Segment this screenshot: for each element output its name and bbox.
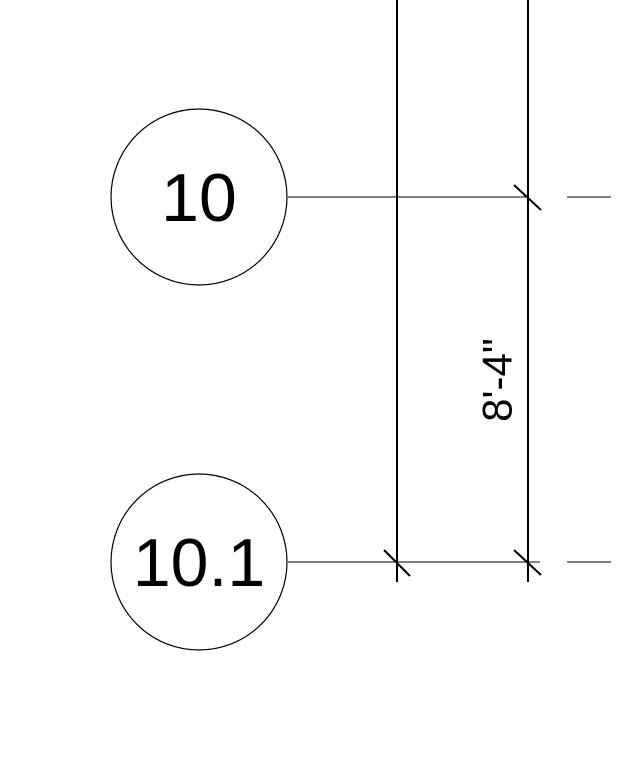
gridline-10-bubble[interactable]: 10: [110, 108, 288, 286]
dimension-text: 8'-4": [474, 338, 521, 422]
gridline-10-1-bubble[interactable]: 10.1: [110, 473, 288, 651]
gridline-10-1-label: 10.1: [133, 525, 265, 601]
gridline-10: 10: [110, 108, 611, 286]
gridline-10-label: 10: [161, 160, 237, 236]
gridline-10-1: 10.1: [110, 473, 611, 651]
dimension-tick-top: [513, 184, 542, 211]
wall-tick-bottom: [383, 549, 411, 577]
dimension-8-4[interactable]: 8'-4": [373, 184, 542, 577]
dimension-tick-bottom: [513, 549, 542, 576]
